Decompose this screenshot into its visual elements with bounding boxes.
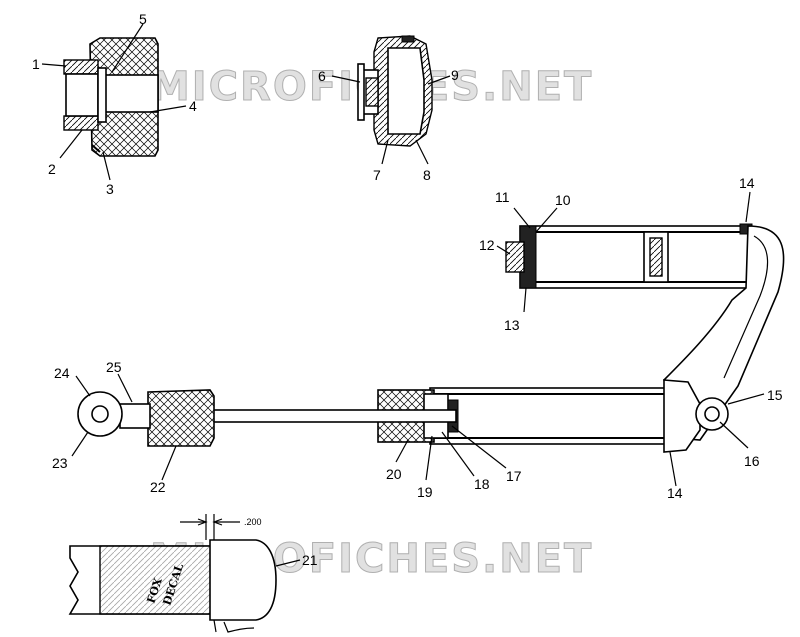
valve-top-pin (401, 35, 415, 43)
callout-5: 5 (139, 11, 147, 27)
callout-10: 10 (555, 192, 571, 208)
seal-bore (65, 73, 99, 117)
callout-22: 22 (150, 479, 166, 495)
shock-body-assembly (77, 379, 729, 453)
callout-13: 13 (504, 317, 520, 333)
callout-8: 8 (423, 167, 431, 183)
callout-17: 17 (506, 468, 522, 484)
bushing-bore (97, 74, 159, 113)
callout-12: 12 (479, 237, 495, 253)
callout-25: 25 (106, 359, 122, 375)
callout-4: 4 (189, 98, 197, 114)
valve-stem-flange (357, 63, 365, 121)
shaft-end (119, 403, 151, 429)
floating-piston-seal (649, 237, 663, 277)
bushing-assembly (63, 37, 159, 157)
callout-15: 15 (767, 387, 783, 403)
callout-14-top: 14 (739, 175, 755, 191)
reservoir-tube (519, 225, 751, 289)
shock-body-eye-housing (663, 379, 701, 453)
callout-16: 16 (744, 453, 760, 469)
valve-spring (365, 77, 379, 107)
valve-assembly (357, 35, 433, 147)
callout-20: 20 (386, 466, 402, 482)
callout-24: 24 (54, 365, 70, 381)
callout-19: 19 (417, 484, 433, 500)
decal-area (99, 545, 213, 615)
shock-body-tube (429, 387, 671, 445)
seal-top (63, 59, 99, 75)
bumper (147, 389, 215, 447)
reservoir-assembly (505, 223, 753, 289)
callout-1: 1 (32, 56, 40, 72)
callout-23: 23 (52, 455, 68, 471)
rod-eye-bore (91, 405, 109, 423)
callout-7: 7 (373, 167, 381, 183)
dimension-label: .200 (244, 517, 262, 527)
valve-cup-inner (387, 47, 425, 135)
callout-2: 2 (48, 161, 56, 177)
callout-9: 9 (451, 67, 459, 83)
callout-11: 11 (495, 189, 510, 205)
callout-14-bottom: 14 (667, 485, 683, 501)
callout-18: 18 (474, 476, 490, 492)
seal-bottom (63, 115, 99, 131)
callout-6: 6 (318, 68, 326, 84)
washer-ring (97, 67, 107, 123)
reservoir-valve (505, 241, 525, 273)
decal-cap (209, 539, 277, 621)
bushing-lip (91, 144, 101, 153)
shock-eye-bore (704, 406, 720, 422)
callout-21: 21 (302, 552, 318, 568)
decal-detail: FOX DECAL (68, 514, 277, 633)
callout-3: 3 (106, 181, 114, 197)
